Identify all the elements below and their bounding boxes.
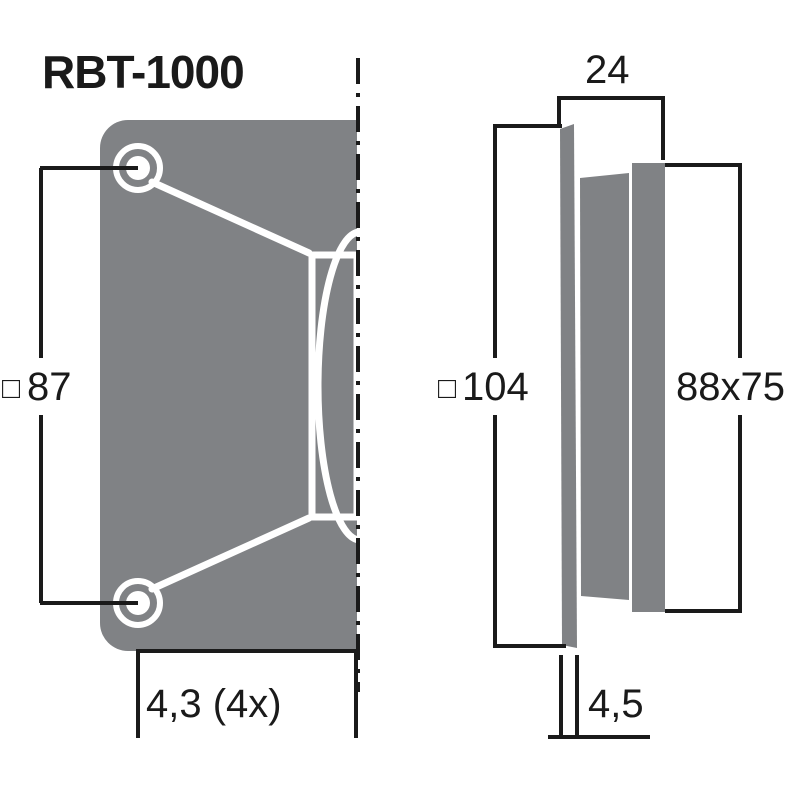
side-faceplate-flange <box>560 124 577 648</box>
dimension-88x75: 88x75 <box>665 163 785 613</box>
dim-88x75-value: 88x75 <box>676 365 785 409</box>
side-view <box>560 124 665 648</box>
diaphragm-arc <box>314 228 357 544</box>
dimension-104: □ 104 <box>438 124 566 648</box>
dim-104-value: 104 <box>462 365 529 409</box>
dim-24-value: 24 <box>585 48 630 92</box>
dim-104-square-symbol: □ <box>438 372 457 405</box>
dimension-4-5: 4,5 <box>548 655 650 739</box>
dim-45-value: 4,5 <box>588 682 644 726</box>
horn-flare-line-top <box>148 178 313 257</box>
dim-43-value: 4,3 (4x) <box>146 682 282 726</box>
dimension-24: 24 <box>557 48 665 160</box>
dim-87-value: 87 <box>27 365 72 409</box>
side-horn-body <box>580 173 629 600</box>
front-faceplate-body <box>100 120 357 651</box>
drawing-title: RBT-1000 <box>42 46 244 98</box>
dim-87-square-symbol: □ <box>2 372 21 405</box>
side-magnet-block <box>632 163 665 612</box>
dimension-4-3-4x: 4,3 (4x) <box>136 649 358 738</box>
horn-flare-line-bottom <box>148 514 313 593</box>
front-view <box>100 58 360 692</box>
dimension-87: □ 87 <box>2 166 138 605</box>
